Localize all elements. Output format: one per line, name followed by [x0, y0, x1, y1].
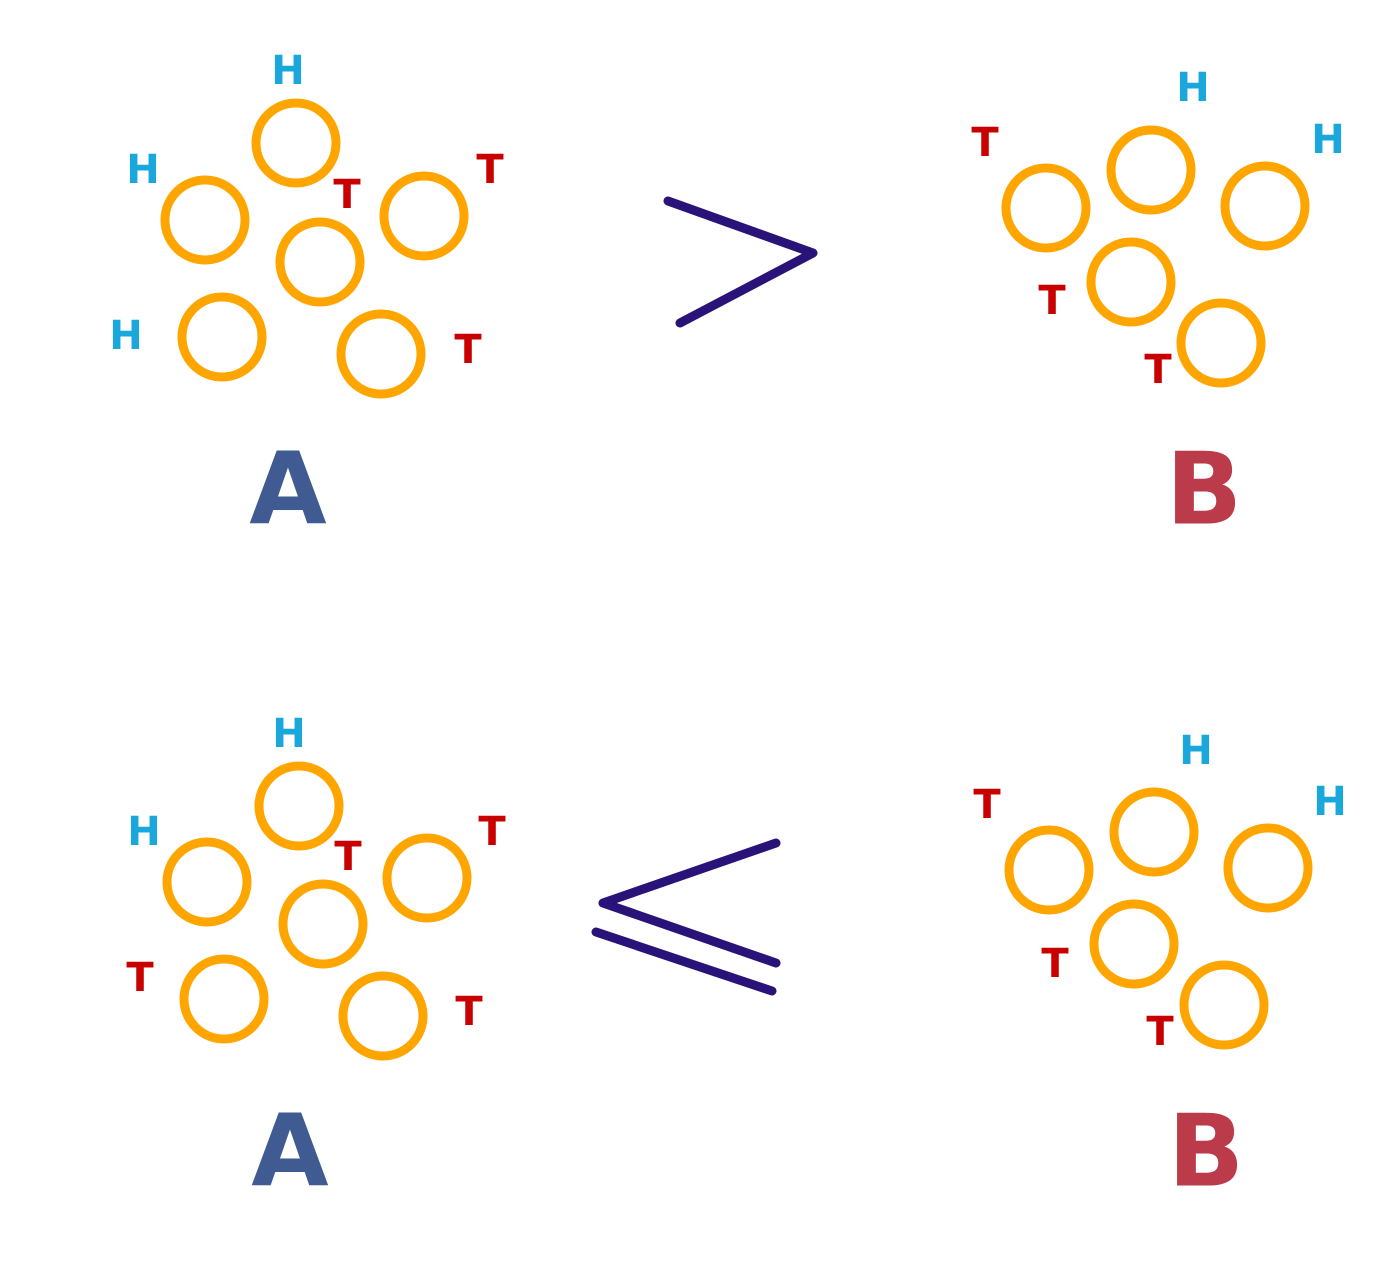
coin-face-label: H: [126, 147, 159, 193]
row-1: H H T T H T A: [109, 48, 1344, 547]
coin-face-label: H: [1313, 779, 1346, 825]
coin: T: [336, 309, 482, 399]
coin: H: [126, 147, 250, 265]
coin: T: [338, 971, 483, 1061]
group-b-bottom: T H H T T B: [973, 728, 1346, 1209]
coin: T: [379, 147, 504, 261]
coin: T: [1041, 899, 1179, 989]
coin: T: [1038, 237, 1176, 327]
coin: T: [973, 782, 1094, 915]
coin-face-label: T: [476, 147, 504, 193]
coin: T: [275, 172, 365, 307]
coin: T: [126, 954, 269, 1044]
coin-face-label: T: [1041, 941, 1069, 987]
coin: T: [1146, 960, 1269, 1055]
coin-face-label: H: [271, 48, 304, 94]
coin-face-label: H: [109, 313, 142, 359]
coin: H: [1106, 65, 1210, 215]
coin-face-label: T: [1144, 347, 1172, 393]
coin: T: [382, 809, 506, 923]
set-a-label: A: [251, 1092, 328, 1209]
coin: H: [251, 48, 341, 188]
relation-symbol-text: >: [740, 260, 741, 263]
coin: H: [254, 711, 344, 851]
set-a-label: A: [249, 430, 326, 547]
coin-face-label: T: [333, 172, 361, 218]
coin-face-label: T: [126, 955, 154, 1001]
coin: H: [1220, 117, 1345, 251]
coin-face-label: H: [272, 711, 305, 757]
coin-face-label: T: [1038, 278, 1066, 324]
coin-face-label: T: [971, 120, 999, 166]
group-a-bottom: H H T T T T A: [126, 711, 506, 1209]
relation-less-than-or-equal: ⩽: [591, 838, 781, 996]
coin-face-label: H: [1311, 117, 1344, 163]
set-b-label: B: [1166, 430, 1242, 547]
row-2: H H T T T T A: [126, 711, 1346, 1209]
coin-face-label: T: [1146, 1009, 1174, 1055]
group-b-top: T H H T T B: [971, 65, 1344, 547]
relation-greater-than: >: [663, 196, 818, 328]
coin: H: [1223, 779, 1347, 913]
group-a-top: H H T T H T A: [109, 48, 504, 547]
coin-face-label: H: [1179, 728, 1212, 774]
coin: T: [1144, 298, 1266, 393]
coin-face-label: T: [455, 989, 483, 1035]
coin-face-label: H: [127, 809, 160, 855]
coin-face-label: T: [478, 809, 506, 855]
coin: H: [1109, 728, 1213, 877]
set-b-label: B: [1168, 1092, 1244, 1209]
coin: T: [278, 834, 368, 969]
coin-face-label: T: [454, 327, 482, 373]
coin-face-label: T: [334, 834, 362, 880]
coin: H: [127, 809, 252, 927]
coin-face-label: T: [973, 782, 1001, 828]
coin-face-label: H: [1176, 65, 1209, 111]
coin: H: [109, 292, 267, 382]
coin: T: [971, 120, 1091, 253]
relation-symbol-text: ⩽: [690, 919, 691, 921]
